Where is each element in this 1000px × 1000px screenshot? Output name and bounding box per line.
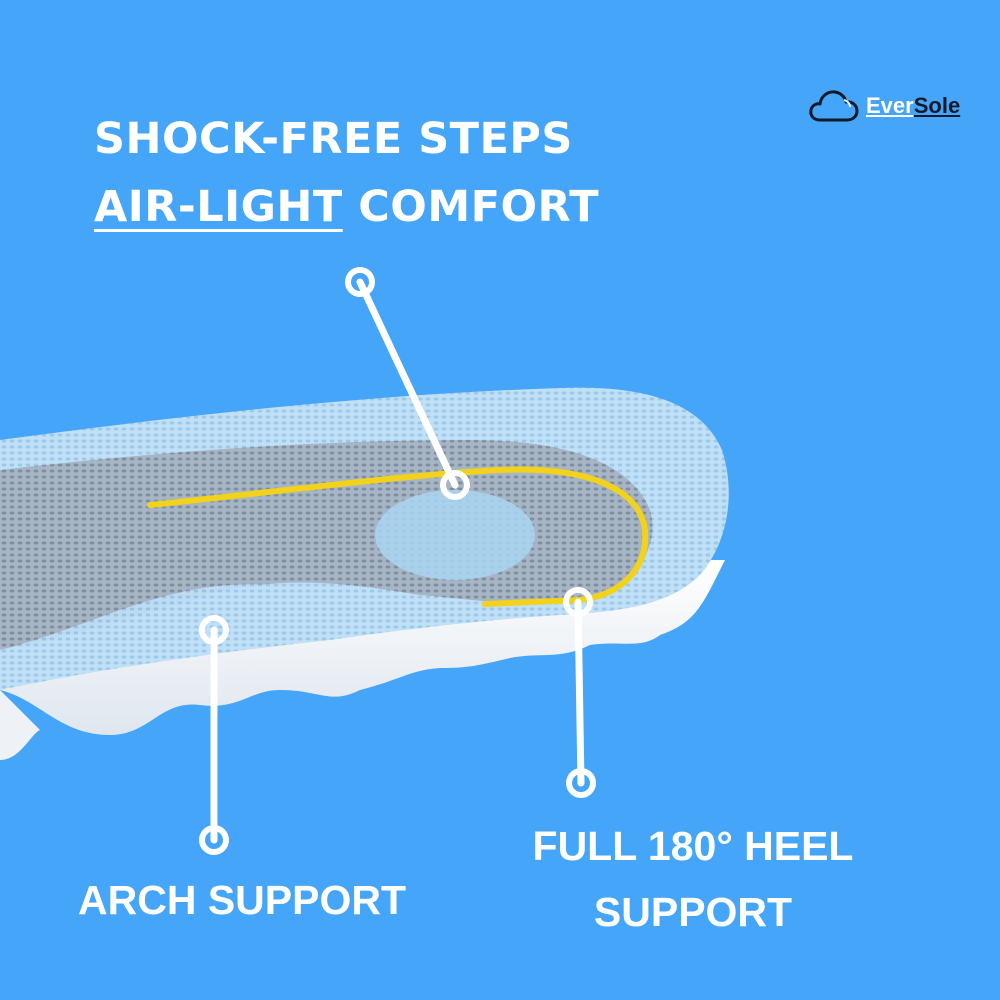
headline-line-2: AIR-LIGHT COMFORT xyxy=(94,186,599,229)
callout-arch xyxy=(199,615,229,855)
brand-name: EverSole xyxy=(866,95,960,117)
callout-cushion xyxy=(345,267,470,500)
cloud-icon xyxy=(809,90,859,122)
headline-line-1: SHOCK-FREE STEPS xyxy=(94,114,573,164)
arch-region xyxy=(0,584,380,690)
heel-cushion xyxy=(375,490,535,580)
callout-heel xyxy=(563,587,596,798)
brand-logo: EverSole xyxy=(808,86,960,126)
heel-stripe xyxy=(147,466,649,607)
headline-line-2-rest: COMFORT xyxy=(342,182,600,232)
arch-support-label: ARCH SUPPORT xyxy=(78,877,407,923)
heel-support-label-line-2: SUPPORT xyxy=(593,889,793,935)
heel-support-label-line-1: FULL 180° HEEL xyxy=(532,823,854,869)
brand-name-part1: Ever xyxy=(866,93,914,118)
headline-underlined-word: AIR-LIGHT xyxy=(94,182,343,232)
brand-name-part2: Sole xyxy=(913,93,961,118)
